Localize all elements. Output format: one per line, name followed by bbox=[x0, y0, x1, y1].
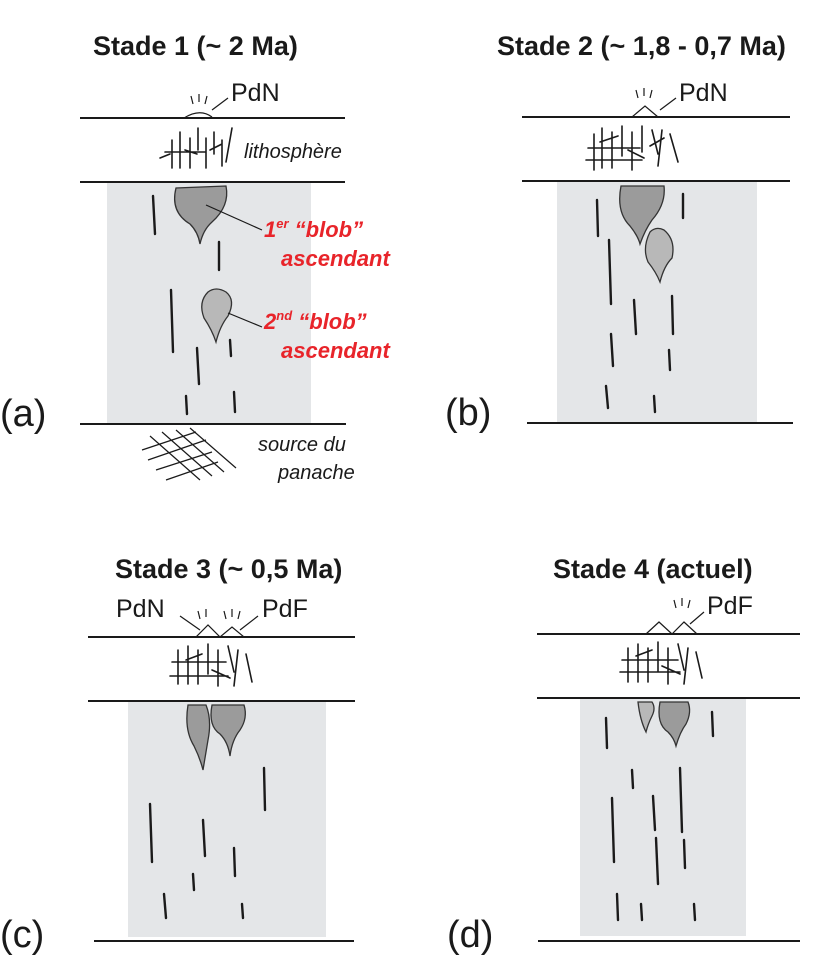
eruption-marks-d bbox=[673, 598, 691, 609]
eruption-marks-b bbox=[635, 88, 653, 99]
panel-a: Stade 1 (~ 2 Ma) PdN lithosphère 1er “bl… bbox=[0, 31, 391, 484]
volcano-label-a: PdN bbox=[231, 79, 280, 107]
volcano-label-b: PdN bbox=[679, 79, 728, 107]
blob-b-lower bbox=[644, 227, 674, 285]
blob-c-left bbox=[186, 704, 211, 771]
first-blob-label-2: ascendant bbox=[281, 246, 391, 271]
fractures-c bbox=[169, 643, 253, 687]
second-blob bbox=[201, 288, 233, 345]
volcano-label-c-right: PdF bbox=[262, 595, 308, 623]
leader-second-blob bbox=[227, 312, 263, 328]
volcano-pdn-a bbox=[183, 112, 213, 119]
source-label-2: panache bbox=[277, 462, 355, 484]
source-label-1: source du bbox=[258, 434, 346, 456]
volcano-pdn-b bbox=[631, 105, 659, 118]
volcanoes-d bbox=[645, 621, 698, 635]
volcano-label-d: PdF bbox=[707, 592, 753, 620]
volcanoes-c bbox=[195, 624, 245, 638]
panel-letter-a: (a) bbox=[0, 393, 46, 435]
blob-b-upper bbox=[619, 185, 665, 247]
first-blob bbox=[173, 185, 228, 245]
panel-c: Stade 3 (~ 0,5 Ma) PdN PdF (c) bbox=[0, 554, 355, 956]
plume-streaks-b bbox=[595, 192, 685, 414]
plume-column-d bbox=[580, 698, 746, 936]
plume-source-hatch bbox=[141, 427, 237, 481]
panel-b-title: Stade 2 (~ 1,8 - 0,7 Ma) bbox=[497, 31, 786, 61]
plume-streaks-d bbox=[604, 710, 715, 922]
panel-letter-c: (c) bbox=[0, 914, 44, 956]
panel-letter-d: (d) bbox=[447, 914, 493, 956]
volcano-label-c-left: PdN bbox=[116, 595, 165, 623]
eruption-marks-a bbox=[190, 94, 208, 105]
panel-a-title: Stade 1 (~ 2 Ma) bbox=[93, 31, 298, 61]
fractures-d bbox=[619, 641, 703, 685]
panel-c-title: Stade 3 (~ 0,5 Ma) bbox=[115, 554, 342, 584]
plume-streaks-c bbox=[148, 766, 267, 920]
blob-d-right bbox=[658, 701, 691, 749]
panel-b: Stade 2 (~ 1,8 - 0,7 Ma) PdN (b) bbox=[445, 31, 793, 434]
plume-streaks-a bbox=[151, 194, 237, 416]
blob-c-right bbox=[210, 704, 246, 757]
blob-d-left bbox=[637, 701, 655, 734]
lithosphere-label: lithosphère bbox=[244, 141, 342, 163]
plume-column-b bbox=[557, 181, 757, 423]
second-blob-label: 2nd “blob” bbox=[263, 308, 367, 334]
eruption-marks-c bbox=[197, 609, 241, 620]
first-blob-label: 1er “blob” bbox=[264, 216, 363, 242]
leader-first-blob bbox=[205, 204, 263, 231]
panel-letter-b: (b) bbox=[445, 392, 491, 434]
fractures-b bbox=[585, 125, 679, 171]
second-blob-label-2: ascendant bbox=[281, 338, 391, 363]
panel-d-title: Stade 4 (actuel) bbox=[553, 554, 753, 584]
fractures-a bbox=[159, 127, 233, 169]
panel-d: Stade 4 (actuel) PdF (d) bbox=[447, 554, 800, 956]
